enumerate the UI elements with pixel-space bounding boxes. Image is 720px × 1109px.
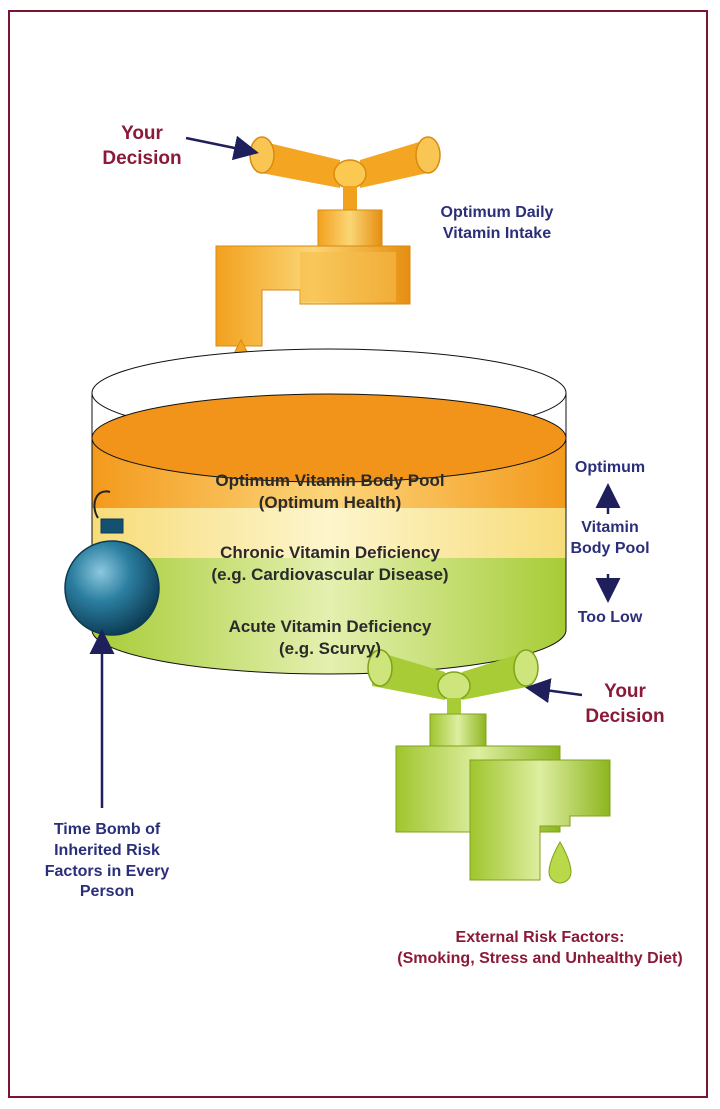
top-decision-label: Your Decision	[102, 123, 182, 169]
scale-too-low-label: Too Low	[577, 609, 643, 626]
bottom-tap-drop	[548, 841, 572, 884]
bottom-decision-arrow	[525, 678, 583, 704]
tank-liquid-surface	[91, 393, 567, 483]
tank-layer-chronic	[92, 506, 566, 558]
layer-chronic-label: Chronic Vitamin Deficiency (e.g. Cardiov…	[211, 543, 449, 585]
top-tap-handle-left	[256, 140, 340, 188]
external-risk-label: External Risk Factors: (Smoking, Stress …	[397, 929, 683, 967]
layer-acute-label: Acute Vitamin Deficiency (e.g. Scurvy)	[228, 617, 432, 659]
scale-vitamin-pool-label: Vitamin Body Pool	[570, 519, 650, 557]
bomb-fuse	[93, 490, 111, 519]
optimum-intake-label: Optimum Daily Vitamin Intake	[440, 204, 554, 242]
vitamin-tank	[91, 348, 567, 675]
layer-optimum-label: Optimum Vitamin Body Pool (Optimum Healt…	[215, 471, 445, 513]
top-tap-handle-right	[360, 138, 432, 188]
bottom-tap	[367, 649, 611, 884]
bomb-icon	[64, 540, 160, 636]
top-decision-arrow	[185, 135, 259, 161]
tank-layer-acute	[91, 555, 567, 675]
time-bomb-label: Time Bomb of Inherited Risk Factors in E…	[44, 821, 170, 901]
top-tap	[215, 136, 441, 390]
scale-optimum-label: Optimum	[574, 459, 646, 476]
bottom-decision-label: Your Decision	[585, 681, 665, 727]
